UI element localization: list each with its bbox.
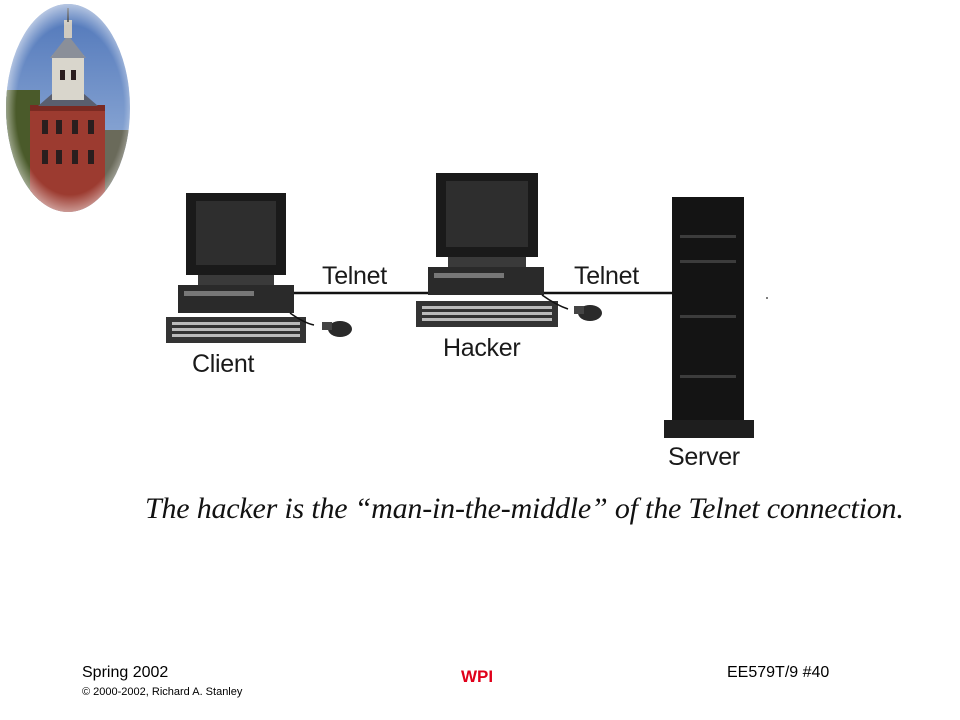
copyright-text: © 2000-2002, Richard A. Stanley [82, 686, 243, 698]
term-label: Spring 2002 [82, 664, 169, 681]
client-label: Client [192, 350, 255, 378]
telnet-label-right: Telnet [574, 262, 639, 290]
course-slide-number: EE579T/9 #40 [727, 664, 830, 681]
hacker-computer-icon [416, 173, 602, 327]
telnet-mitm-diagram [166, 173, 768, 438]
server-label: Server [668, 443, 740, 471]
server-tower-icon [664, 197, 768, 438]
telnet-label-left: Telnet [322, 262, 387, 290]
footer-left: Spring 2002 © 2000-2002, Richard A. Stan… [82, 664, 242, 698]
wpi-tower-logo [6, 4, 130, 212]
diagram-caption: The hacker is the “man-in-the-middle” of… [145, 492, 904, 525]
client-computer-icon [166, 193, 352, 343]
wpi-label: WPI [461, 667, 494, 686]
hacker-label: Hacker [443, 334, 521, 362]
